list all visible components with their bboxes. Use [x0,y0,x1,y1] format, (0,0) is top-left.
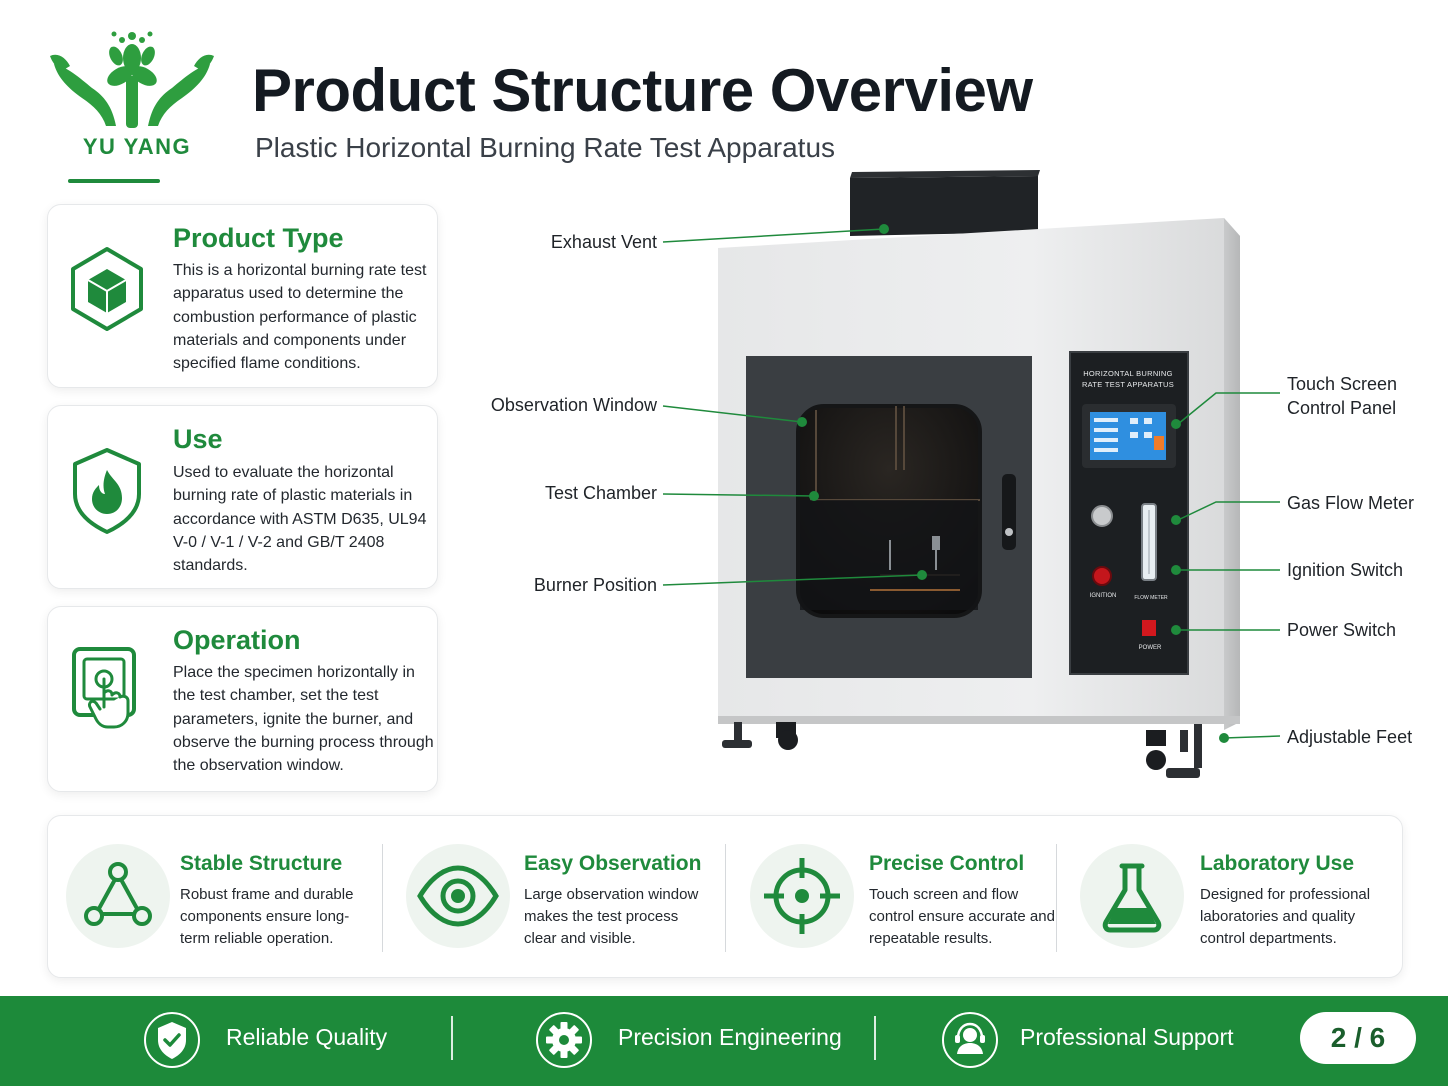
brand-name: YU YANG [82,134,192,159]
footer-divider [451,1016,453,1060]
feature-laboratory-use: Laboratory Use Designed for professional… [1080,816,1400,979]
flask-icon [1080,844,1184,948]
power-label: POWER [1138,645,1162,651]
callout-touch-screen-line1: Touch Screen [1287,374,1398,394]
feature-title: Precise Control [869,852,1025,875]
crosshair-icon [750,844,854,948]
feature-title: Laboratory Use [1200,852,1355,875]
features-strip: Stable Structure Robust frame and durabl… [47,815,1403,978]
support-agent-icon [942,1012,998,1068]
callout-test-chamber: Test Chamber [544,483,657,503]
footer-divider [874,1016,876,1060]
ignition-button [1092,566,1112,586]
feature-title: Easy Observation [524,852,702,875]
footer-label: Professional Support [1020,1024,1234,1050]
panel-title: HORIZONTAL BURNING RATE TEST APPARATUS [1074,368,1182,390]
callout-exhaust-vent: Exhaust Vent [550,232,657,252]
feature-precise-control: Precise Control Touch screen and flow co… [750,816,1070,979]
feature-stable-structure: Stable Structure Robust frame and durabl… [66,816,386,979]
card-title: Operation [173,625,301,655]
flow-label: FLOW METER [1134,595,1168,601]
feature-divider [1056,844,1057,952]
callout-ignition-switch: Ignition Switch [1287,560,1404,580]
flame-icon [68,446,146,536]
shield-check-icon [144,1012,200,1068]
panel-title-line1: HORIZONTAL BURNING [1083,369,1173,378]
callout-adjustable-feet: Adjustable Feet [1287,727,1413,747]
feature-divider [725,844,726,952]
card-title: Product Type [173,223,344,253]
footer-bar: Reliable Quality Precision Enginee [0,996,1448,1086]
cube-icon [68,245,146,335]
callout-observation-window: Observation Window [490,395,657,415]
feature-text: Designed for professional laboratories a… [1200,886,1371,947]
page-indicator: 2 / 6 [1300,1012,1416,1064]
footer-label: Precision Engineering [618,1024,842,1050]
touch-icon [68,643,146,733]
feature-text: Robust frame and durable components ensu… [180,886,354,947]
feature-text: Large observation window makes the test … [524,886,699,947]
callout-gas-flow-meter: Gas Flow Meter [1287,493,1415,513]
eye-icon [406,844,510,948]
exhaust-vent [850,176,1038,236]
card-text: Place the specimen horizontally in the t… [173,664,434,775]
ignition-label: IGNITION [1089,593,1117,599]
logo-underline [68,179,160,183]
footer-label: Reliable Quality [226,1024,388,1050]
leaf-hands-icon [50,31,214,128]
product-type-card: Product Type This is a horizontal burnin… [47,204,438,388]
gear-icon [536,1012,592,1068]
feature-easy-observation: Easy Observation Large observation windo… [406,816,726,979]
triangle-nodes-icon [66,844,170,948]
test-apparatus-image [700,170,1260,790]
use-card: Use Used to evaluate the horizontal burn… [47,405,438,589]
power-button [1142,620,1156,636]
callout-touch-screen-line2: Control Panel [1287,398,1397,418]
panel-title-line2: RATE TEST APPARATUS [1081,380,1175,389]
brand-logo: YU YANG [46,26,218,166]
callout-burner-position: Burner Position [533,575,657,595]
card-text: Used to evaluate the horizontal burning … [173,464,427,575]
card-title: Use [173,424,223,454]
feature-title: Stable Structure [180,852,343,875]
callout-power-switch: Power Switch [1287,620,1397,640]
callout-touch-screen: Touch Screen Control Panel [1287,372,1397,420]
page-title: Product Structure Overview [252,57,1033,124]
feature-text: Touch screen and flow control ensure acc… [869,886,1055,947]
valve-knob [1091,505,1113,527]
feature-divider [382,844,383,952]
card-text: This is a horizontal burning rate test a… [173,262,427,373]
page-subtitle: Plastic Horizontal Burning Rate Test App… [255,132,836,163]
operation-card: Operation Place the specimen horizontall… [47,606,438,792]
